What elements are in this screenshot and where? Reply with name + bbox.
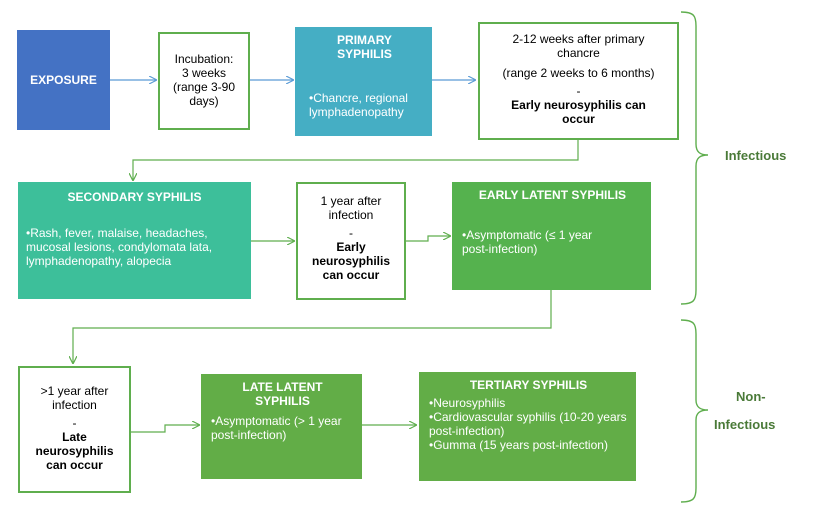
secondary-timing-box: 1 year after infection - Early neurosyph…	[296, 182, 406, 300]
tertiary-bullet-3: Gumma (15 years post-infection)	[429, 438, 628, 452]
primary-syphilis-box: PRIMARY SYPHILIS Chancre, regional lymph…	[295, 27, 432, 136]
arrow-early-latent-to-late-timing	[73, 290, 552, 363]
late-latent-box: LATE LATENT SYPHILIS Asymptomatic (> 1 y…	[201, 374, 362, 479]
late-timing-box: >1 year after infection - Late neurosyph…	[18, 366, 131, 493]
primary-timing-note: Early neurosyphilis can occur	[511, 98, 646, 126]
primary-timing-line-2: (range 2 weeks to 6 months)	[502, 66, 655, 80]
arrow-timing-to-early-latent	[406, 236, 450, 242]
primary-timing-dash: -	[576, 84, 581, 98]
early-latent-box: EARLY LATENT SYPHILIS Asymptomatic (≤ 1 …	[452, 182, 651, 290]
late-latent-title: LATE LATENT SYPHILIS	[242, 380, 323, 408]
tertiary-bullet-1: Neurosyphilis	[429, 396, 628, 410]
incubation-line-2: 3 weeks	[181, 66, 227, 80]
late-timing-dash: -	[72, 416, 77, 430]
incubation-line-3: (range 3-90	[172, 80, 236, 94]
early-latent-title: EARLY LATENT SYPHILIS	[478, 188, 627, 202]
primary-timing-box: 2-12 weeks after primary chancre (range …	[478, 22, 679, 140]
incubation-box: Incubation: 3 weeks (range 3-90 days)	[158, 32, 250, 130]
secondary-syphilis-title: SECONDARY SYPHILIS	[67, 190, 202, 204]
secondary-timing-note: Early neurosyphilis can occur	[311, 240, 391, 282]
late-timing-note: Late neurosyphilis can occur	[35, 430, 114, 472]
exposure-box: EXPOSURE	[17, 30, 110, 130]
secondary-bullet-1: Rash, fever, malaise, headaches, mucosal…	[26, 226, 243, 268]
arrow-timing-to-secondary	[133, 140, 579, 180]
label-infectious: Infectious	[725, 148, 787, 163]
tertiary-syphilis-title: TERTIARY SYPHILIS	[469, 378, 588, 392]
arrow-late-timing-to-late-latent	[131, 425, 199, 433]
late-latent-bullet-1: Asymptomatic (> 1 year post-infection)	[211, 414, 354, 442]
early-latent-bullet-1: Asymptomatic (≤ 1 year post-infection)	[462, 228, 643, 256]
incubation-line-1: Incubation:	[174, 52, 234, 66]
tertiary-syphilis-box: TERTIARY SYPHILIS Neurosyphilis Cardiova…	[419, 372, 636, 481]
late-timing-line-1: >1 year after infection	[40, 384, 109, 412]
secondary-timing-line-1: 1 year after infection	[320, 194, 382, 222]
brace-infectious	[680, 11, 709, 305]
tertiary-bullet-2: Cardiovascular syphilis (10-20 years pos…	[429, 410, 628, 438]
label-non-infectious-1: Non-	[736, 389, 766, 404]
primary-bullet-1: Chancre, regional lymphadenopathy	[305, 91, 424, 119]
exposure-title: EXPOSURE	[30, 73, 97, 87]
primary-syphilis-title: PRIMARY SYPHILIS	[337, 33, 392, 61]
brace-non-infectious	[680, 319, 709, 503]
incubation-line-4: days)	[189, 94, 219, 108]
secondary-timing-dash: -	[349, 226, 353, 240]
primary-timing-line-1: 2-12 weeks after primary chancre	[512, 32, 645, 60]
label-non-infectious-2: Infectious	[714, 417, 776, 432]
secondary-syphilis-box: SECONDARY SYPHILIS Rash, fever, malaise,…	[18, 182, 251, 299]
